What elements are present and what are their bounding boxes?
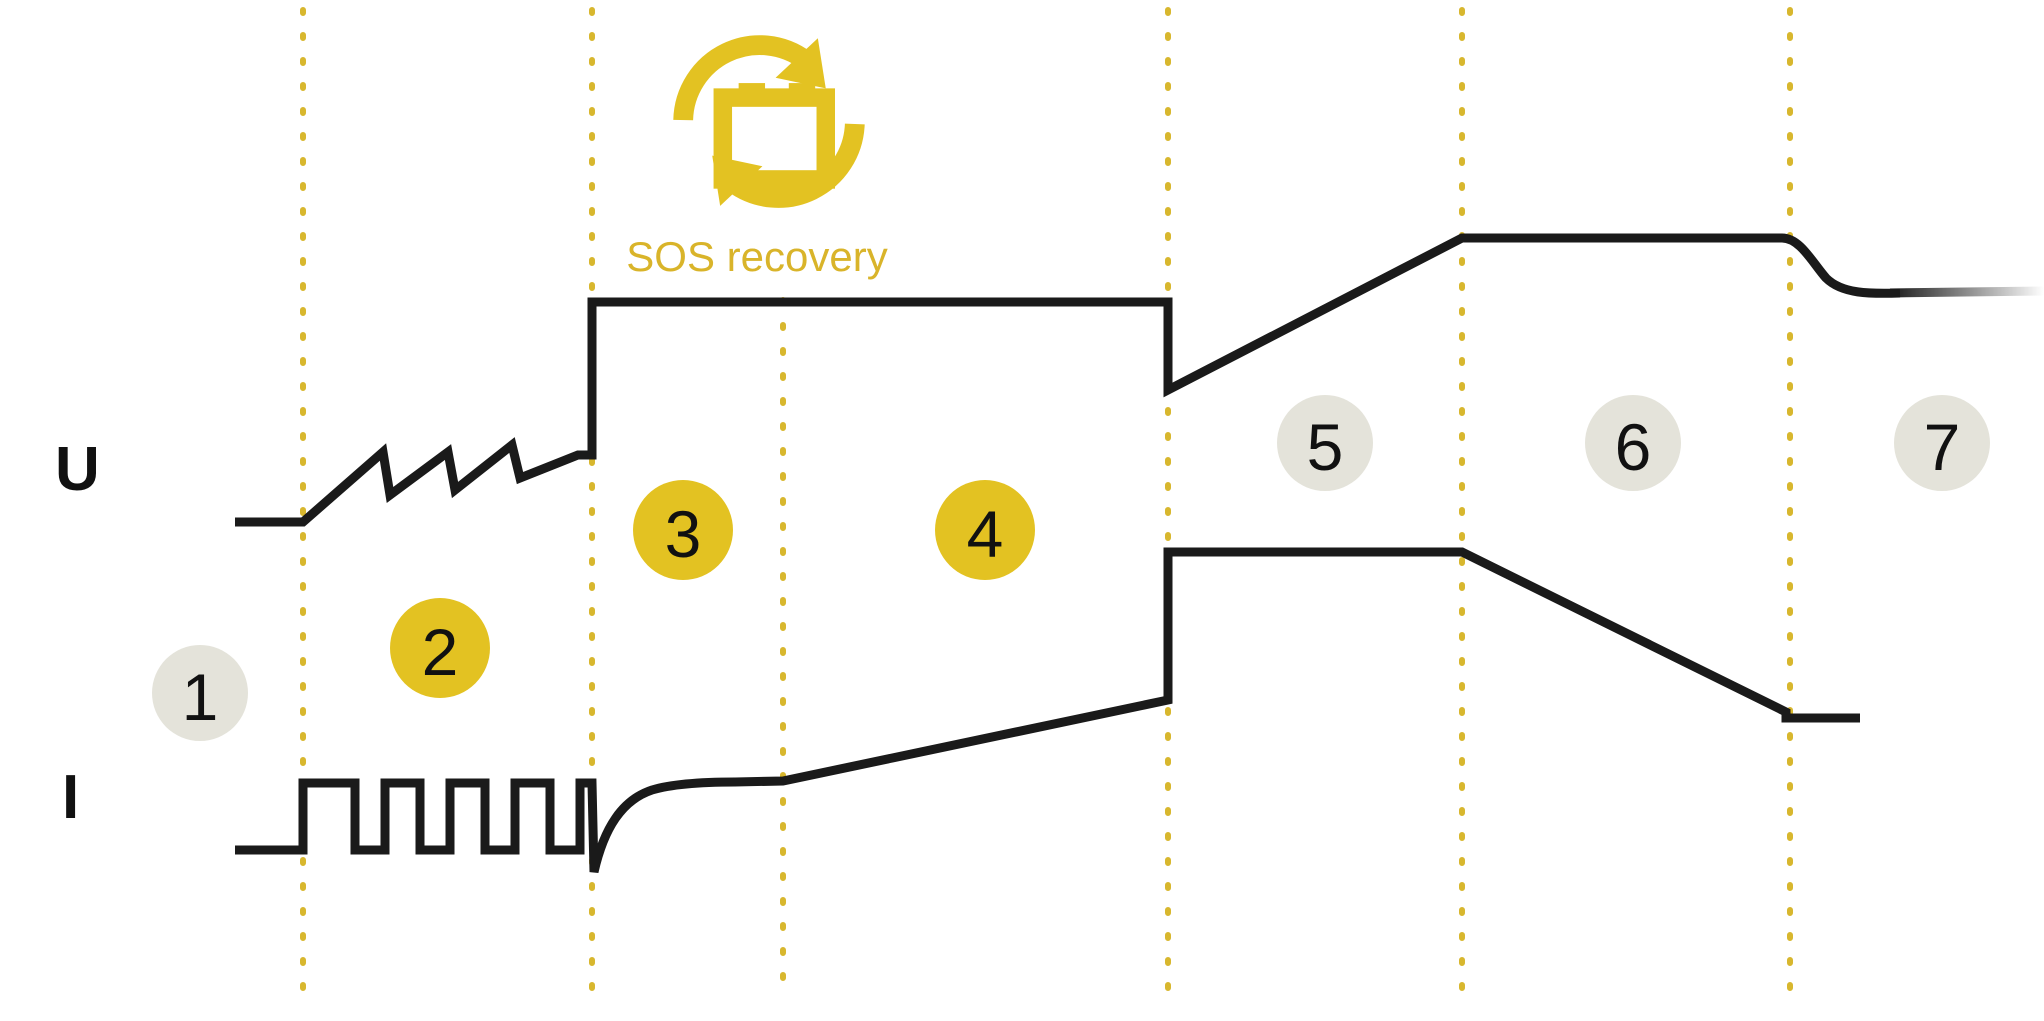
phase-badge-4-circle xyxy=(935,480,1035,580)
phase-badge-1-label: 1 xyxy=(182,660,219,734)
phase-badge-5-circle xyxy=(1277,395,1373,491)
phase-badge-2-circle xyxy=(390,598,490,698)
phase-dividers xyxy=(300,7,1793,1003)
phase-badge-4[interactable]: 4 xyxy=(935,480,1035,580)
phase-badge-3-circle xyxy=(633,480,733,580)
phase-badge-3-label: 3 xyxy=(665,497,702,571)
phase-badge-4-label: 4 xyxy=(967,497,1004,571)
phase-badges: 1 2 3 4 5 6 xyxy=(152,395,1990,741)
phase-badge-2[interactable]: 2 xyxy=(390,598,490,698)
phase-badge-2-label: 2 xyxy=(422,615,459,689)
sos-recovery-annotation: SOS recovery xyxy=(626,35,888,280)
phase-badge-5-label: 5 xyxy=(1307,410,1344,484)
phase-badge-6-label: 6 xyxy=(1615,410,1652,484)
phase-badge-7[interactable]: 7 xyxy=(1894,395,1990,491)
voltage-curve xyxy=(235,233,1901,527)
current-axis-label: I xyxy=(62,763,79,832)
phase-badge-3[interactable]: 3 xyxy=(633,480,733,580)
phase-badge-6[interactable]: 6 xyxy=(1585,395,1681,491)
voltage-axis-label: U xyxy=(55,435,100,504)
phase-badge-7-circle xyxy=(1894,395,1990,491)
phase-badge-7-label: 7 xyxy=(1924,410,1961,484)
battery-recovery-icon xyxy=(673,35,865,208)
current-curve xyxy=(235,547,1860,873)
voltage-curve-fade-out xyxy=(1889,286,2044,298)
phase-badge-5[interactable]: 5 xyxy=(1277,395,1373,491)
phase-badge-6-circle xyxy=(1585,395,1681,491)
sos-recovery-label: SOS recovery xyxy=(626,233,887,280)
phase-badge-1-circle xyxy=(152,645,248,741)
voltage-curve-group xyxy=(0,233,2044,527)
current-curve-group xyxy=(0,547,2044,873)
phase-badge-1[interactable]: 1 xyxy=(152,645,248,741)
